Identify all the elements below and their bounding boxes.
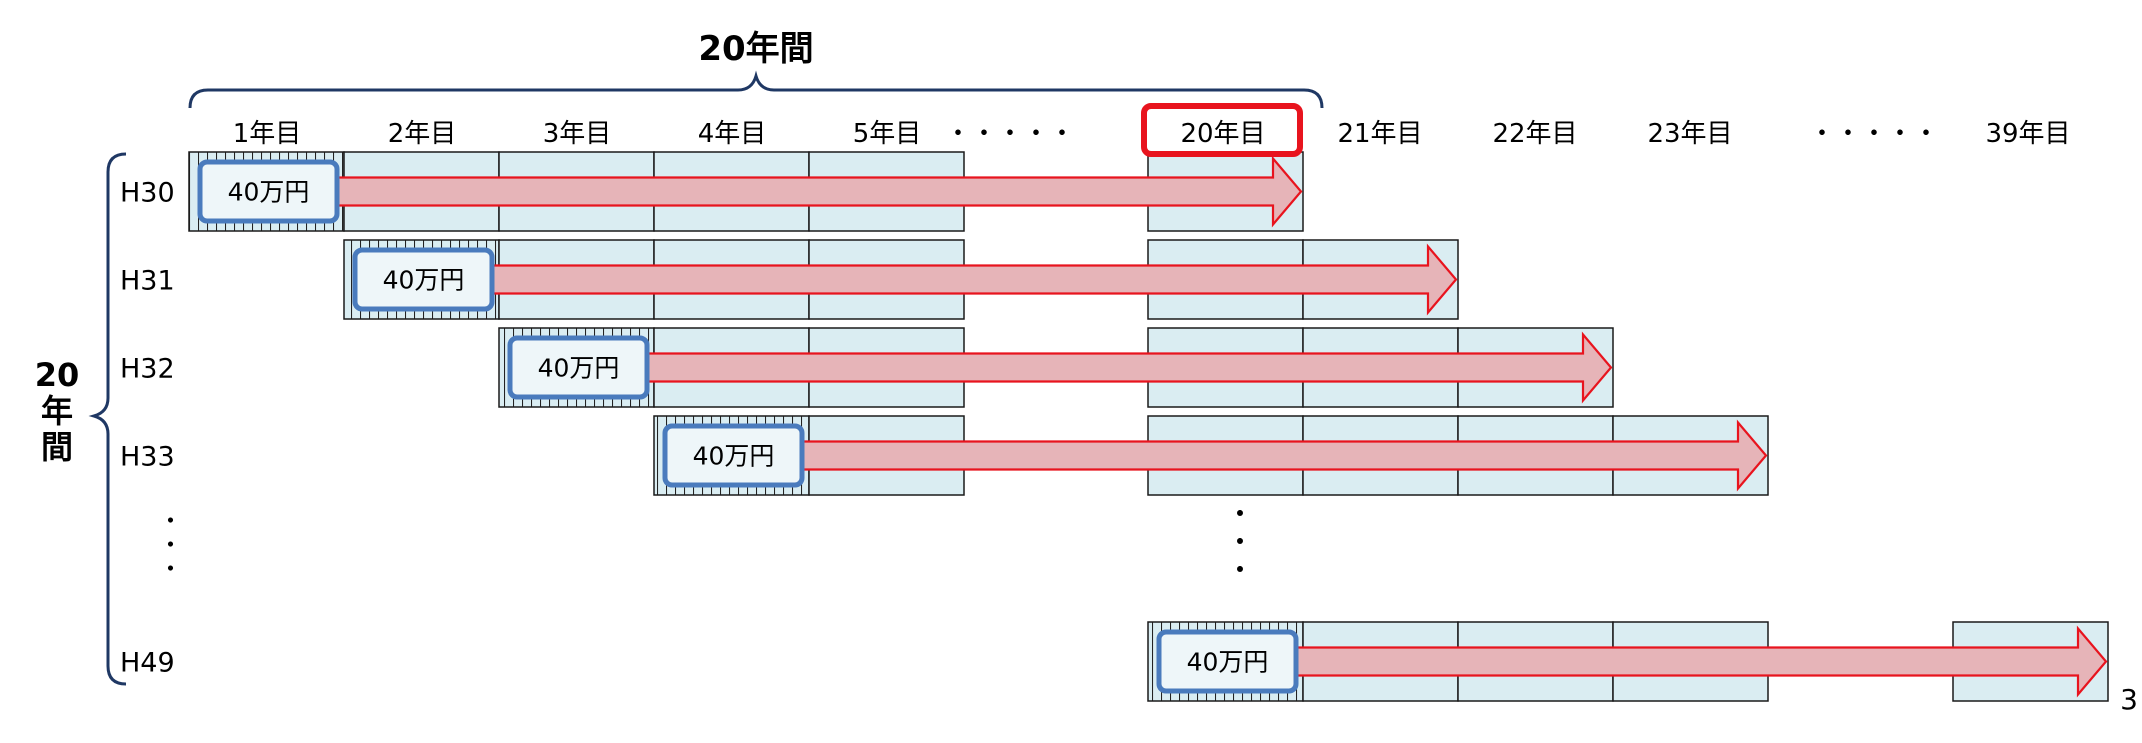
row-label-h32: H32 (120, 354, 175, 385)
amount-label-h30: 40万円 (228, 178, 310, 207)
column-header-7: 20年目 (1180, 119, 1265, 149)
row-label-h30: H30 (120, 178, 175, 209)
amount-boxes: 40万円 40万円 40万円 40万円 40万円 (197, 159, 1299, 694)
side-label-line-3: 間 (41, 428, 73, 466)
column-header-2: 2年目 (388, 119, 457, 149)
arrow-h33 (801, 419, 1768, 492)
top-brace (188, 70, 1324, 109)
arrow-h31 (491, 243, 1458, 316)
column-header-6: ・・・・・ (945, 119, 1075, 149)
year-cells (188, 151, 2109, 702)
row-label-h49: H49 (120, 648, 175, 679)
amount-box-h31 (352, 247, 495, 312)
column-header-3: 3年目 (543, 119, 612, 149)
arrow-h32 (646, 331, 1613, 404)
left-brace (88, 152, 127, 686)
highlight-box-20th-year (1141, 103, 1303, 157)
amount-label-h49: 40万円 (1187, 648, 1269, 677)
amount-label-h32: 40万円 (538, 354, 620, 383)
amount-box-h33 (662, 423, 805, 488)
top-label: 20年間 (698, 29, 813, 69)
arrows (336, 155, 2108, 698)
column-header-8: 21年目 (1337, 119, 1422, 149)
amount-box-h49 (1156, 629, 1299, 694)
column-header-12: 39年目 (1985, 119, 2070, 149)
row-label-h31: H31 (120, 266, 175, 297)
page-number: 3 (2120, 683, 2138, 716)
amount-label-h31: 40万円 (383, 266, 465, 295)
side-label-line-1: 20 (35, 356, 80, 394)
side-label-line-2: 年 (41, 392, 73, 430)
amount-box-h30 (197, 159, 340, 224)
column-header-5: 5年目 (853, 119, 922, 149)
arrow-h49 (1295, 625, 2108, 698)
row-ellipsis: ・・・ (110, 508, 182, 571)
column-header-11: ・・・・・ (1809, 119, 1939, 149)
column-header-1: 1年目 (233, 119, 302, 149)
row-label-h33: H33 (120, 442, 175, 473)
amount-box-h32 (507, 335, 650, 400)
column-header-9: 22年目 (1492, 119, 1577, 149)
column-header-10: 23年目 (1647, 119, 1732, 149)
arrow-h30 (336, 155, 1303, 228)
column-ellipsis: ・・・ (1171, 499, 1255, 572)
amount-label-h33: 40万円 (693, 442, 775, 471)
column-header-4: 4年目 (698, 119, 767, 149)
